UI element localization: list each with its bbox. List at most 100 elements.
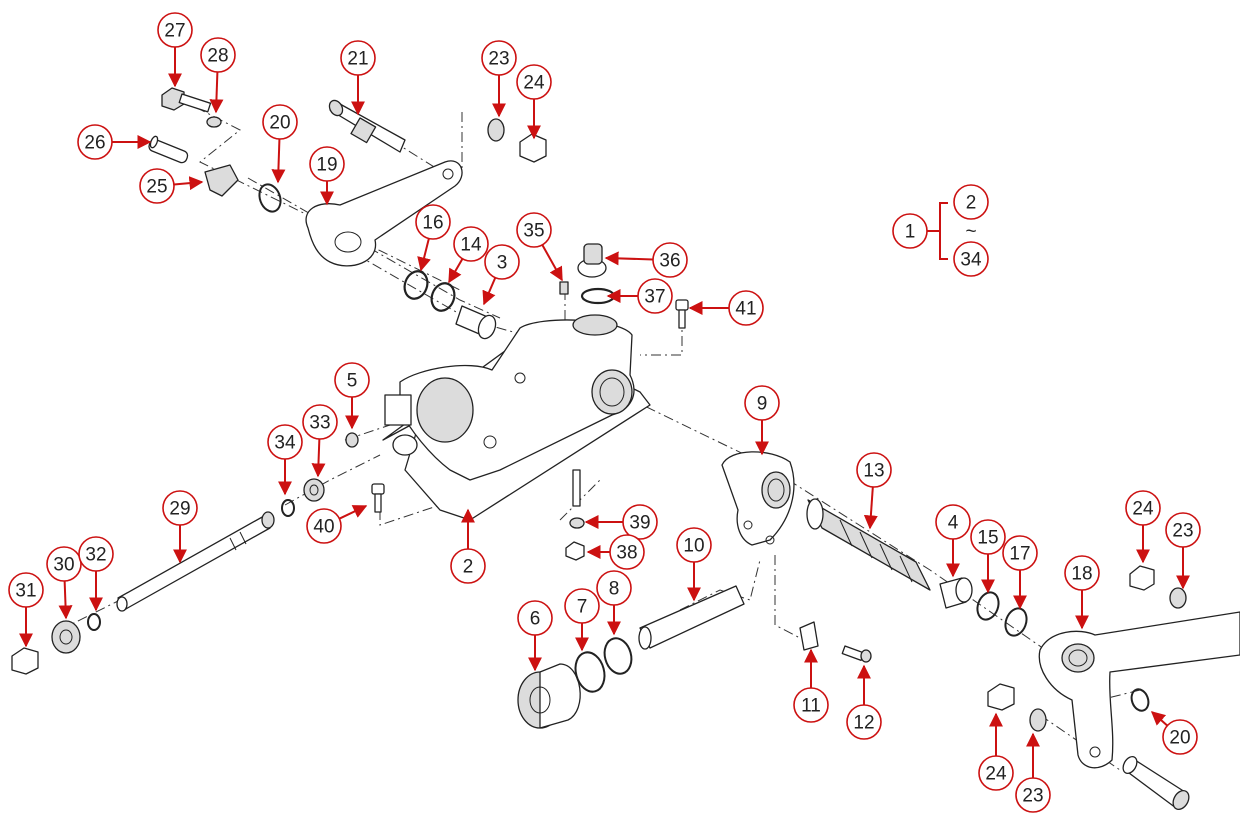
callout-label: 41 — [735, 299, 756, 320]
ring-part-8 — [603, 637, 633, 675]
callout-2: 2 — [450, 548, 486, 584]
callout-circle — [637, 278, 673, 314]
callout-circle — [1064, 555, 1100, 591]
callout-11: 11 — [793, 687, 829, 723]
seal-part-33 — [303, 478, 325, 502]
callout-circle — [453, 226, 489, 262]
callout-30: 30 — [46, 546, 82, 582]
callout-leader-16 — [417, 238, 431, 272]
callout-8: 8 — [596, 570, 632, 606]
callout-41: 41 — [728, 290, 764, 326]
callout-circle — [596, 570, 632, 606]
callout-38: 38 — [609, 534, 645, 570]
callout-label: 24 — [523, 73, 545, 94]
callout-circle — [334, 362, 370, 398]
callout-label: 18 — [1071, 564, 1092, 585]
callout-circle — [517, 600, 553, 636]
assembly-range-start-label: 2 — [966, 193, 977, 214]
callout-13: 13 — [856, 452, 892, 488]
callout-circle — [267, 424, 303, 460]
callout-37: 37 — [637, 278, 673, 314]
callout-circle — [481, 40, 517, 76]
screw-part-40 — [371, 483, 385, 513]
callout-leader-30 — [58, 580, 73, 620]
callout-32: 32 — [78, 536, 114, 572]
callout-label: 24 — [1132, 499, 1154, 520]
callout-label: 17 — [1009, 544, 1030, 565]
snap-ring-part-34 — [281, 499, 295, 517]
callout-label: 36 — [659, 251, 680, 272]
callout-10: 10 — [676, 527, 712, 563]
callout-label: 26 — [84, 133, 105, 154]
callout-circle — [340, 40, 376, 76]
callout-circle — [676, 527, 712, 563]
o-ring-part-17 — [1004, 607, 1028, 637]
callout-label: 9 — [757, 394, 768, 415]
callout-24: 24 — [978, 755, 1014, 791]
callout-16: 16 — [415, 204, 451, 240]
nut-part-24-right — [1129, 565, 1155, 591]
callout-label: 19 — [316, 155, 337, 176]
callout-28: 28 — [200, 37, 236, 73]
callout-label: 38 — [616, 543, 637, 564]
callout-circle — [309, 146, 345, 182]
callout-leader-35 — [541, 244, 563, 282]
assembly-note: 1 2 ~ 34 — [892, 184, 989, 277]
callout-circle — [744, 385, 780, 421]
callout-leader-25 — [173, 176, 204, 191]
lift-arm-part-18 — [1038, 611, 1240, 769]
pin-part-lower-right — [1122, 755, 1190, 810]
callout-label: 12 — [853, 713, 874, 734]
callout-circle — [157, 12, 193, 48]
callout-39: 39 — [622, 504, 658, 540]
callout-20: 20 — [1162, 719, 1198, 755]
callout-label: 20 — [1169, 728, 1190, 749]
callout-circle — [139, 168, 175, 204]
callout-label: 11 — [801, 696, 821, 717]
callout-label: 6 — [530, 609, 541, 630]
cap-part-36 — [577, 243, 607, 278]
callout-label: 32 — [85, 545, 106, 566]
callout-label: 10 — [683, 536, 704, 557]
callout-label: 24 — [985, 764, 1007, 785]
o-ring-part-14 — [430, 282, 456, 312]
callout-25: 25 — [139, 168, 175, 204]
callout-20: 20 — [262, 104, 298, 140]
nut-part-24-top — [519, 133, 547, 163]
callout-23: 23 — [1165, 512, 1201, 548]
assembly-range-end-label: 34 — [960, 250, 982, 271]
nut-part-24-bottom — [987, 683, 1015, 711]
callout-label: 25 — [146, 177, 167, 198]
callout-label: 3 — [497, 253, 508, 274]
callout-label: 2 — [463, 557, 474, 578]
washer-part-28 — [206, 116, 222, 128]
callout-29: 29 — [162, 490, 198, 526]
nut-part-38 — [565, 541, 585, 561]
callout-label: 21 — [347, 49, 368, 70]
callout-circle — [516, 64, 552, 100]
callout-circle — [484, 244, 520, 280]
callout-circle — [450, 548, 486, 584]
callout-label: 8 — [609, 579, 620, 600]
callout-circle — [78, 536, 114, 572]
callout-33: 33 — [302, 404, 338, 440]
callout-26: 26 — [77, 124, 113, 160]
ring-part-7 — [574, 651, 606, 693]
callout-leader-20 — [271, 138, 286, 184]
callout-circle — [564, 588, 600, 624]
callout-circle — [609, 534, 645, 570]
callout-circle — [1015, 777, 1051, 813]
assembly-parent-label: 1 — [905, 222, 916, 243]
stud-part — [572, 469, 581, 507]
o-ring-part-15 — [976, 591, 1000, 621]
callout-leaders — [19, 47, 1190, 778]
callout-circle — [1125, 490, 1161, 526]
callout-circle — [262, 104, 298, 140]
clip-part-11 — [799, 621, 819, 651]
bolt-part-27 — [161, 87, 212, 113]
snap-ring-part-20-right — [1130, 688, 1150, 712]
callout-34: 34 — [267, 424, 303, 460]
callout-circle — [302, 404, 338, 440]
grease-fitting-part-35 — [559, 281, 569, 295]
